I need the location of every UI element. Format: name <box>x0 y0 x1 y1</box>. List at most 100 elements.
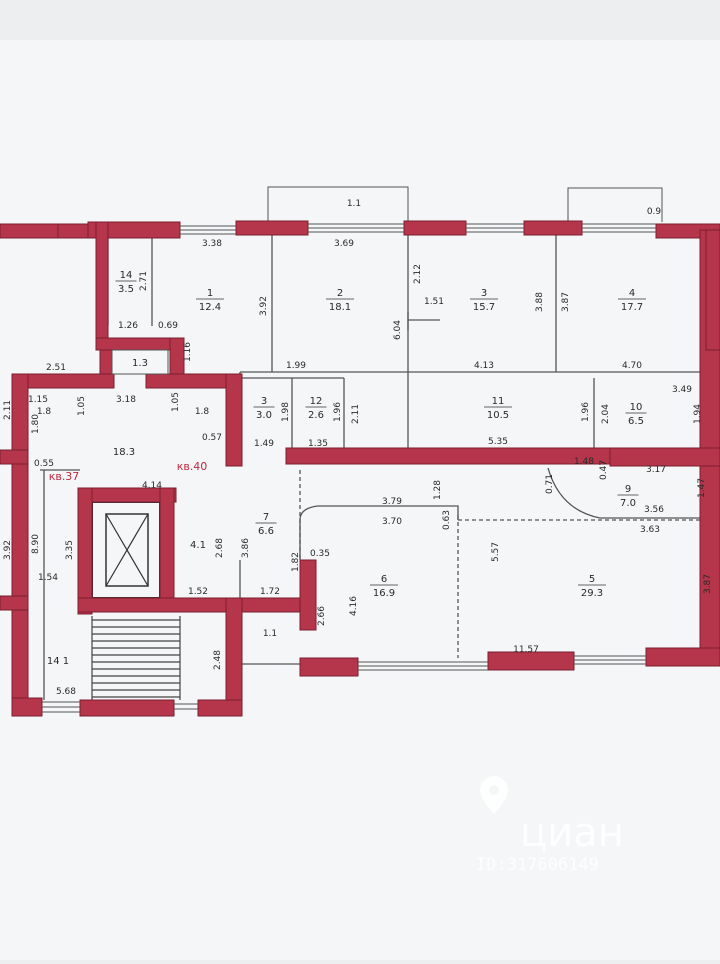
dimension-label: 4.13 <box>474 361 494 371</box>
dimension-label: 1.98 <box>281 402 291 422</box>
room-area: 6.5 <box>628 416 644 427</box>
dimension-label: 1.1 <box>347 199 361 209</box>
dimension-label: 3.92 <box>3 540 13 560</box>
dimension-label: 2.11 <box>351 404 361 424</box>
dimension-label: 3.88 <box>535 292 545 312</box>
dimension-label: 0.69 <box>158 321 178 331</box>
dimension-label: 5.35 <box>488 437 508 447</box>
room-area: 10.5 <box>487 410 509 421</box>
room-number: 2 <box>337 288 343 299</box>
dimension-label: 3.92 <box>259 296 269 316</box>
room-area: 2.6 <box>308 410 324 421</box>
dimension-label: 0.9 <box>647 207 662 217</box>
common-area-value: 14 1 <box>47 656 69 667</box>
dimension-label: 1.94 <box>693 404 703 424</box>
dimension-label: 5.57 <box>491 542 501 562</box>
common-area-value: 18.3 <box>113 447 135 458</box>
dimension-label: 3.87 <box>561 292 571 312</box>
dimension-label: 3.87 <box>703 574 713 594</box>
room-area: 29.3 <box>581 588 603 599</box>
dimension-label: 1.8 <box>37 407 52 417</box>
dimension-label: 1.05 <box>171 392 181 412</box>
room-area: 6.6 <box>258 526 274 537</box>
room-area: 12.4 <box>199 302 221 313</box>
room-number: 9 <box>625 484 631 495</box>
dimension-label: 4.70 <box>622 361 642 371</box>
dimension-label: 2.71 <box>139 271 149 291</box>
dimension-label: 3.18 <box>116 395 136 405</box>
dimension-label: 1.1 <box>263 629 277 639</box>
dimension-label: 3.79 <box>382 497 402 507</box>
dimension-label: 2.51 <box>46 363 66 373</box>
apartment-label: кв.37 <box>49 470 80 483</box>
room-number: 7 <box>263 512 269 523</box>
common-area-labels: 18.34.114 11.3 <box>47 358 206 667</box>
room-number: 3 <box>261 396 267 407</box>
dimension-label: 2.12 <box>413 264 423 284</box>
common-area-value: 1.3 <box>132 358 148 369</box>
dimension-label: 1.47 <box>697 478 707 498</box>
dimension-label: 0.47 <box>599 460 609 480</box>
dimension-label: 0.71 <box>545 474 555 494</box>
dimension-label: 3.63 <box>640 525 660 535</box>
dimension-label: 0.57 <box>202 433 222 443</box>
apartment-label: кв.40 <box>177 460 208 473</box>
dimension-label: 3.17 <box>646 465 666 475</box>
dimension-label: 1.52 <box>188 587 208 597</box>
room-number: 4 <box>629 288 635 299</box>
room-area: 3.0 <box>256 410 272 421</box>
dimension-label: 1.51 <box>424 297 444 307</box>
dimension-label: 2.68 <box>215 538 225 558</box>
windows <box>42 223 656 713</box>
room-label: 417.7 <box>618 288 646 313</box>
watermark-id: ID:317606149 <box>476 855 599 875</box>
dimension-label: 6.04 <box>393 320 403 340</box>
dimension-label: 11.57 <box>513 645 539 655</box>
room-label: 616.9 <box>370 574 398 599</box>
room-area: 3.5 <box>118 284 134 295</box>
room-label: 106.5 <box>625 402 647 427</box>
dimension-label: 1.05 <box>77 396 87 416</box>
dimension-label: 5.68 <box>56 687 76 697</box>
dimension-label: 4.16 <box>349 596 359 616</box>
room-number: 14 <box>120 270 133 281</box>
room-number: 6 <box>381 574 387 585</box>
dimension-label: 1.8 <box>195 407 210 417</box>
dimension-label: 3.86 <box>241 538 251 558</box>
bearing-walls <box>0 220 720 717</box>
room-label: 529.3 <box>578 574 606 599</box>
dimension-label: 1.28 <box>433 480 443 500</box>
room-number: 3 <box>481 288 487 299</box>
room-area: 18.1 <box>329 302 351 313</box>
dimension-label: 3.70 <box>382 517 402 527</box>
room-area: 17.7 <box>621 302 643 313</box>
balconies <box>267 186 663 222</box>
dimension-label: 1.35 <box>308 439 328 449</box>
dimension-label: 2.11 <box>3 400 13 420</box>
dimension-label: 8.90 <box>31 534 41 554</box>
dimension-label: 3.69 <box>334 239 354 249</box>
room-number: 1 <box>207 288 213 299</box>
room-label: 143.5 <box>115 270 137 295</box>
watermark-brand: циан <box>520 810 624 856</box>
room-label: 97.0 <box>617 484 639 509</box>
room-label: 122.6 <box>305 396 327 421</box>
dimension-label: 1.48 <box>574 457 594 467</box>
dimension-label: 2.66 <box>317 606 327 626</box>
staircase <box>91 616 181 700</box>
room-number: 12 <box>310 396 323 407</box>
room-label: 315.7 <box>470 288 498 313</box>
dimension-label: 3.56 <box>644 505 664 515</box>
dimension-label: 1.99 <box>286 361 306 371</box>
dimension-label: 3.49 <box>672 385 692 395</box>
room-number: 10 <box>630 402 643 413</box>
room-area: 7.0 <box>620 498 636 509</box>
room-label: 218.1 <box>326 288 354 313</box>
dimension-label: 1.72 <box>260 587 280 597</box>
dimension-label: 0.35 <box>310 549 330 559</box>
dimension-label: 1.15 <box>28 395 48 405</box>
